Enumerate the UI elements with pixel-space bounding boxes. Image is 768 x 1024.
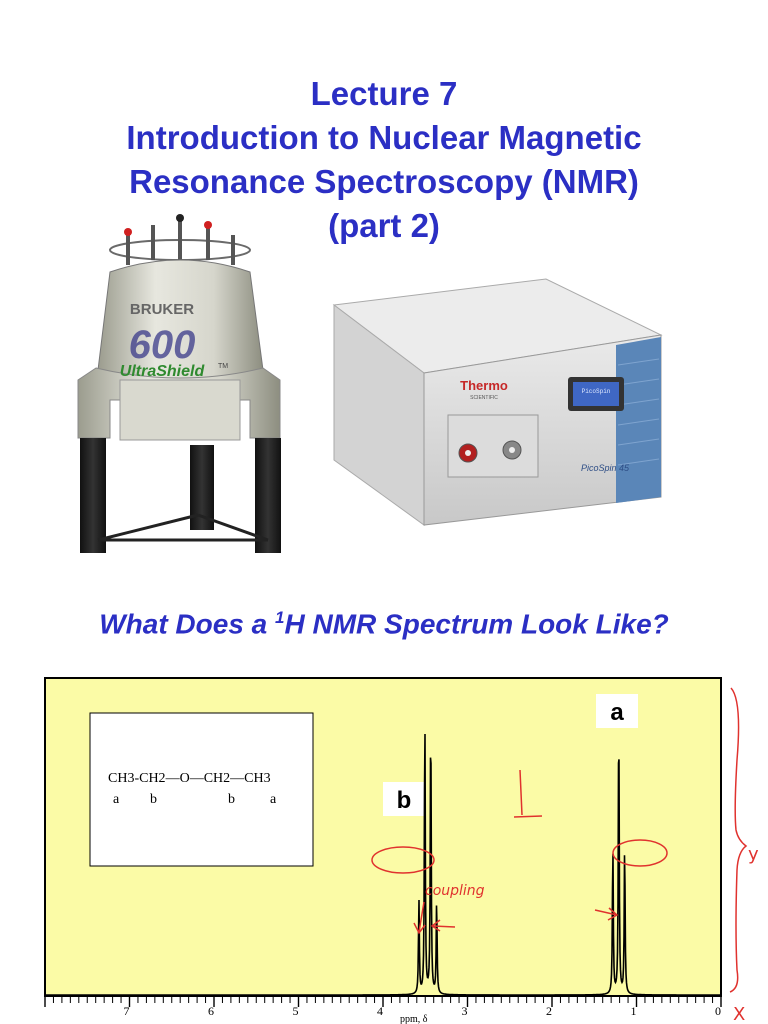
subtitle-after: H NMR Spectrum Look Like? xyxy=(284,608,669,640)
coupling-circle-b xyxy=(371,846,435,874)
y-extent-brace xyxy=(729,687,748,993)
proton-label-a-1: a xyxy=(113,792,120,807)
peak-label-a-box xyxy=(596,694,638,728)
peak-label-b: b xyxy=(397,787,412,814)
magnet-model-text: 600 xyxy=(129,323,196,367)
subtitle-superscript: 1 xyxy=(275,608,285,627)
subtitle-before: What Does a xyxy=(99,608,276,640)
x-axis-tick-labels: 7 6 5 4 3 2 1 0 xyxy=(124,1004,722,1018)
structure-box xyxy=(89,712,314,867)
display-text: PicoSpin xyxy=(582,388,611,395)
title-line-2: Introduction to Nuclear Magnetic xyxy=(126,119,642,156)
magnet-product-text: UltraShield xyxy=(120,363,206,380)
x-tick-label: 6 xyxy=(208,1004,214,1018)
thermo-subbrand-text: SCIENTIFIC xyxy=(470,395,498,401)
title-line-4: (part 2) xyxy=(328,207,440,244)
x-tick-label: 1 xyxy=(631,1004,637,1018)
molecule-formula: CH3-CH2—O—CH2—CH3 xyxy=(108,771,271,786)
lecture-title: Lecture 7 Introduction to Nuclear Magnet… xyxy=(0,72,768,248)
thermo-brand-text: Thermo xyxy=(460,378,508,393)
picospin-model-text: PicoSpin 45 xyxy=(581,463,630,473)
x-tick-label: 7 xyxy=(124,1004,130,1018)
formula-part-4: CH3 xyxy=(244,771,270,786)
handwritten-x: X xyxy=(733,1004,745,1024)
title-line-1: Lecture 7 xyxy=(310,75,458,112)
proton-label-b-1: b xyxy=(150,792,157,807)
nmr-spectrum-chart: CH3-CH2—O—CH2—CH3 a b b a b a 7 6 5 4 3 2 1 0 p… xyxy=(44,677,759,1024)
peak-label-b-box xyxy=(383,782,425,816)
handwritten-mark xyxy=(513,769,543,818)
x-tick-label: 5 xyxy=(293,1004,299,1018)
bruker-magnet-image: BRUKER 600 UltraShield TM xyxy=(77,214,281,553)
x-tick-label: 3 xyxy=(462,1004,468,1018)
peak-label-a: a xyxy=(610,699,624,726)
formula-part-3: CH2 xyxy=(204,771,230,786)
handwritten-y: y xyxy=(748,844,759,865)
x-tick-label: 2 xyxy=(546,1004,552,1018)
triplet-arrow xyxy=(594,907,619,921)
formula-part-1: CH3-CH2 xyxy=(108,771,166,786)
proton-label-a-2: a xyxy=(270,792,277,807)
x-tick-label: 4 xyxy=(377,1004,383,1018)
x-axis-ticks xyxy=(44,997,722,1007)
magnet-brand-text: BRUKER xyxy=(130,301,194,318)
formula-part-2: O xyxy=(180,771,190,786)
coupling-arrow-down xyxy=(413,901,426,935)
title-line-3: Resonance Spectroscopy (NMR) xyxy=(129,163,639,200)
spectrum-question-heading: What Does a 1H NMR Spectrum Look Like? xyxy=(0,608,768,640)
picospin-benchtop-image: PicoSpin Thermo SCIENTIFIC PicoSpin 45 xyxy=(332,278,663,526)
handwritten-coupling: coupling xyxy=(425,883,485,899)
x-axis-label: ppm, δ xyxy=(400,1014,428,1024)
x-tick-label: 0 xyxy=(715,1004,721,1018)
coupling-circle-a xyxy=(612,839,668,867)
proton-label-b-2: b xyxy=(228,792,235,807)
coupling-arrow-left xyxy=(430,919,456,932)
magnet-tm-text: TM xyxy=(218,363,228,370)
